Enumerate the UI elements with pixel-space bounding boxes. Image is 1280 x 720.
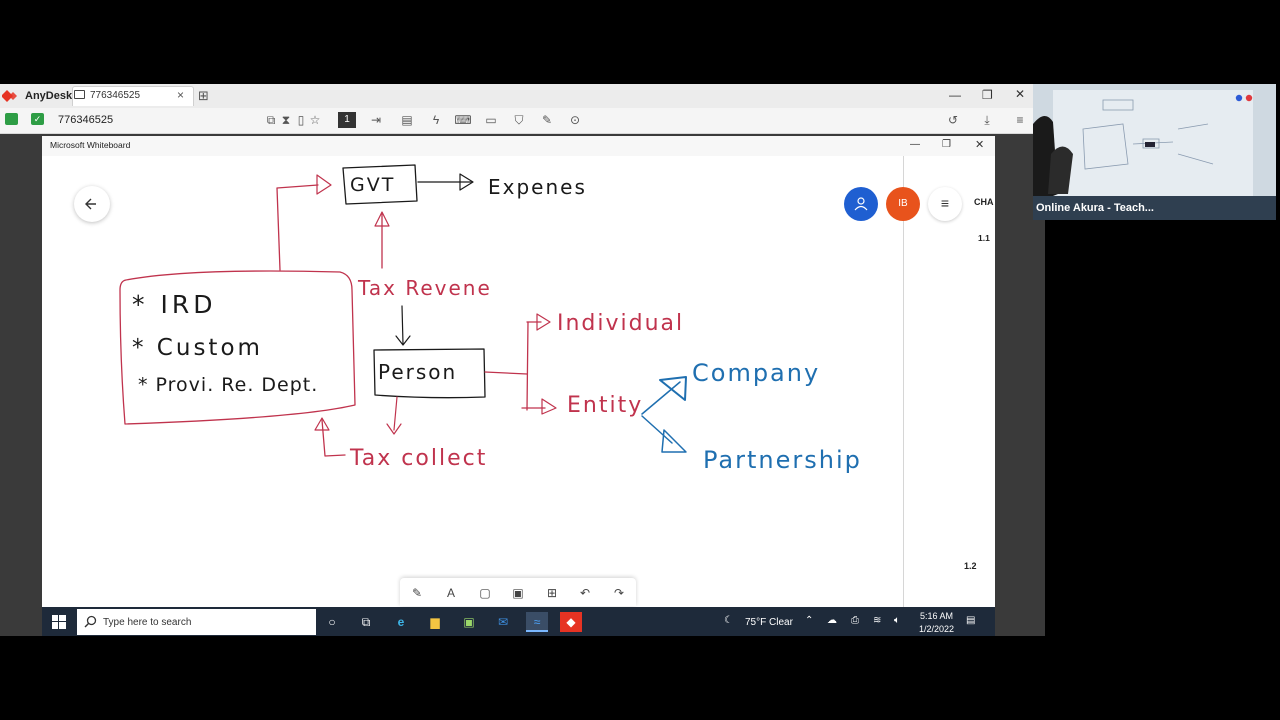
file-transfer-icon[interactable]: ⇥ <box>370 113 382 127</box>
panel-item-1-1[interactable]: 1.1 <box>978 233 990 243</box>
webcam-feed-image <box>1033 84 1276 220</box>
minimize-icon[interactable]: — <box>949 88 961 102</box>
restore-icon[interactable]: ❐ <box>982 88 993 102</box>
label-custom: * Custom <box>132 335 263 361</box>
back-button[interactable] <box>74 186 110 222</box>
label-individual: Individual <box>557 311 684 336</box>
connection-icon <box>5 113 18 125</box>
anydesk-toolbar <box>0 108 1033 134</box>
monitor-icon <box>74 90 85 99</box>
tray-chevron-up-icon[interactable]: ⌃ <box>805 615 814 626</box>
cortana-icon[interactable]: ○ <box>328 615 336 629</box>
store-icon[interactable]: ▣ <box>463 615 475 629</box>
label-ird: * IRD <box>132 290 216 319</box>
actions-icon[interactable]: ϟ <box>432 113 440 127</box>
verified-icon: ✓ <box>31 113 44 125</box>
edge-icon[interactable]: e <box>397 615 405 629</box>
person-box <box>373 348 486 399</box>
label-company: Company <box>692 359 820 387</box>
history-icon[interactable]: ↺ <box>947 113 959 127</box>
record-icon[interactable]: ⊙ <box>569 113 581 127</box>
volume-icon[interactable]: 🔈︎ <box>894 615 900 626</box>
timer-icon[interactable]: ⧗ <box>281 113 291 127</box>
label-person: Person <box>378 360 457 384</box>
whiteboard-app-icon[interactable]: ≈ <box>526 612 548 632</box>
address-value: 776346525 <box>58 114 114 126</box>
image-icon[interactable]: ▣ <box>512 586 524 600</box>
label-provi: * Provi. Re. Dept. <box>138 374 318 396</box>
participant-avatar[interactable]: IB <box>886 187 920 221</box>
weather-text[interactable]: 75°F Clear <box>745 617 793 628</box>
device-icon[interactable]: ⎙ <box>851 615 859 626</box>
clipboard-icon[interactable]: ⧉ <box>266 113 276 127</box>
undo-icon[interactable]: ↶ <box>579 586 591 600</box>
wb-restore-icon[interactable]: ❐ <box>942 139 951 150</box>
lock-icon[interactable]: ▯ <box>297 113 305 127</box>
close-tab-icon[interactable]: × <box>177 88 185 102</box>
session-number-badge[interactable]: 1 <box>338 112 356 128</box>
task-view-icon[interactable]: ⧉ <box>361 615 371 629</box>
panel-item-1-2[interactable]: 1.2 <box>964 561 977 571</box>
mail-icon[interactable]: ✉ <box>497 615 509 629</box>
label-gvt: GVT <box>350 174 395 196</box>
add-icon[interactable]: ⊞ <box>546 586 558 600</box>
search-icon <box>84 615 97 628</box>
file-explorer-icon[interactable]: ▆ <box>430 615 440 629</box>
favorite-icon[interactable]: ☆ <box>309 113 321 127</box>
anydesk-app-icon[interactable]: ◆ <box>560 612 582 632</box>
whiteboard-pen-icon[interactable]: ✎ <box>541 113 553 127</box>
new-tab-icon[interactable]: ⊞ <box>198 88 209 103</box>
person-icon <box>854 197 868 211</box>
wifi-icon[interactable]: ≋ <box>873 615 882 626</box>
gvt-box <box>342 164 418 205</box>
permissions-icon[interactable]: ⛉ <box>514 113 524 127</box>
whiteboard-canvas[interactable] <box>42 156 995 607</box>
text-icon[interactable]: A <box>446 586 455 600</box>
panel-header: CHA <box>974 197 994 207</box>
panel-divider <box>903 156 904 607</box>
label-expenses: Expenes <box>488 175 587 199</box>
user-avatar-icon[interactable] <box>844 187 878 221</box>
search-placeholder: Type here to search <box>103 617 192 628</box>
taskbar-search-box[interactable] <box>77 609 316 635</box>
windows-start-icon[interactable] <box>52 615 66 629</box>
hamburger-menu-icon[interactable]: ≡ <box>1016 113 1024 127</box>
download-icon[interactable]: ⤓ <box>984 113 990 127</box>
webcam-label: Online Akura - Teach... <box>1036 202 1154 214</box>
arrow-left-icon <box>85 198 96 210</box>
label-tax-collect: Tax collect <box>349 446 487 471</box>
redo-icon[interactable]: ↷ <box>613 586 625 600</box>
webcam-overlay <box>1033 84 1276 220</box>
whiteboard-titlebar <box>42 136 995 156</box>
close-window-icon[interactable]: ✕ <box>1015 87 1026 101</box>
anydesk-brand: AnyDesk <box>25 90 73 102</box>
notifications-icon[interactable]: ▤ <box>966 615 976 626</box>
wb-close-icon[interactable]: ✕ <box>975 139 985 151</box>
session-tab-title: 776346525 <box>90 90 141 101</box>
agencies-box <box>119 270 356 425</box>
chat-icon[interactable]: ▤ <box>401 113 413 127</box>
clock-date[interactable]: 1/2/2022 <box>919 624 955 634</box>
sticky-note-icon[interactable]: ▢ <box>479 586 491 600</box>
pen-icon[interactable]: ✎ <box>411 586 423 600</box>
clock-time[interactable]: 5:16 AM <box>920 611 954 621</box>
whiteboard-window-title: Microsoft Whiteboard <box>50 140 131 150</box>
anydesk-logo-icon <box>2 90 17 102</box>
display-icon[interactable]: ▭ <box>485 113 497 127</box>
label-entity: Entity <box>567 393 643 418</box>
wb-minimize-icon[interactable]: — <box>910 139 920 150</box>
ink-toolbar <box>400 578 636 606</box>
label-partnership: Partnership <box>703 446 862 474</box>
label-tax-revenue: Tax Revene <box>357 276 492 300</box>
weather-icon: ☾ <box>724 615 733 626</box>
session-tab[interactable] <box>72 86 194 106</box>
onedrive-icon[interactable]: ☁ <box>827 615 837 626</box>
whiteboard-menu-button[interactable]: ≡ <box>928 187 962 221</box>
keyboard-icon[interactable]: ⌨ <box>454 113 472 127</box>
